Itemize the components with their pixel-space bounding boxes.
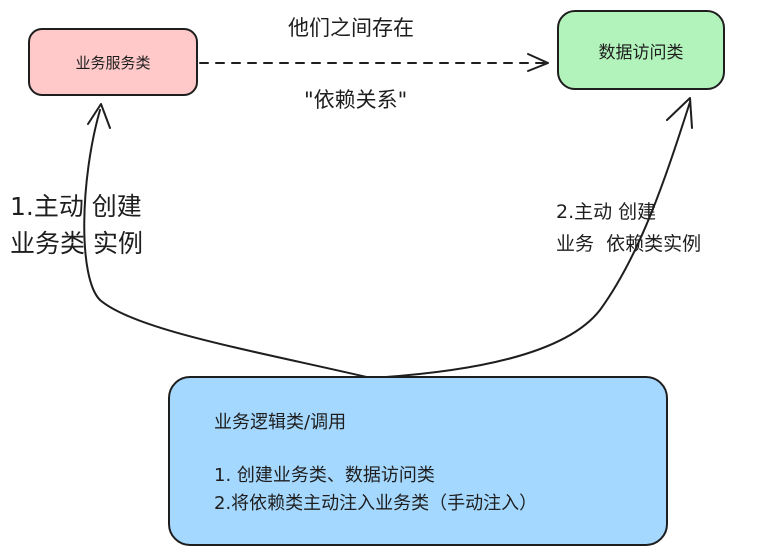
business-logic-title: 业务逻辑类/调用 — [214, 412, 347, 433]
business-logic-steps: 1. 创建业务类、数据访问类 2.将依赖类主动注入业务类（手动注入） — [214, 462, 537, 518]
create-dao-arrowhead — [666, 97, 693, 129]
step-left-line-2: 业务类 实例 — [10, 229, 143, 258]
service-class-label: 业务服务类 — [75, 53, 151, 72]
data-access-class-label: 数据访问类 — [598, 42, 684, 63]
edge-label-bottom: "依赖关系" — [304, 88, 408, 112]
business-logic-step-2: 2.将依赖类主动注入业务类（手动注入） — [214, 493, 538, 514]
create-dao-arrow — [370, 101, 691, 379]
data-access-class-node[interactable]: 数据访问类 — [557, 10, 725, 90]
service-class-node[interactable]: 业务服务类 — [28, 28, 198, 96]
step-right-line-1: 2.主动 创建 — [556, 201, 657, 223]
step-left-label: 1.主动 创建 业务类 实例 — [10, 188, 143, 262]
step-right-label: 2.主动 创建 业务 依赖类实例 — [556, 196, 701, 260]
step-left-line-1: 1.主动 创建 — [10, 192, 142, 221]
business-logic-node[interactable]: 业务逻辑类/调用 1. 创建业务类、数据访问类 2.将依赖类主动注入业务类（手动… — [168, 376, 668, 546]
dependency-arrowhead — [527, 53, 549, 72]
edge-label-top: 他们之间存在 — [288, 16, 414, 40]
create-service-arrowhead — [87, 103, 111, 129]
step-right-line-2: 业务 依赖类实例 — [556, 233, 702, 255]
create-service-arrow — [83, 109, 372, 379]
business-logic-step-1: 1. 创建业务类、数据访问类 — [214, 465, 435, 486]
